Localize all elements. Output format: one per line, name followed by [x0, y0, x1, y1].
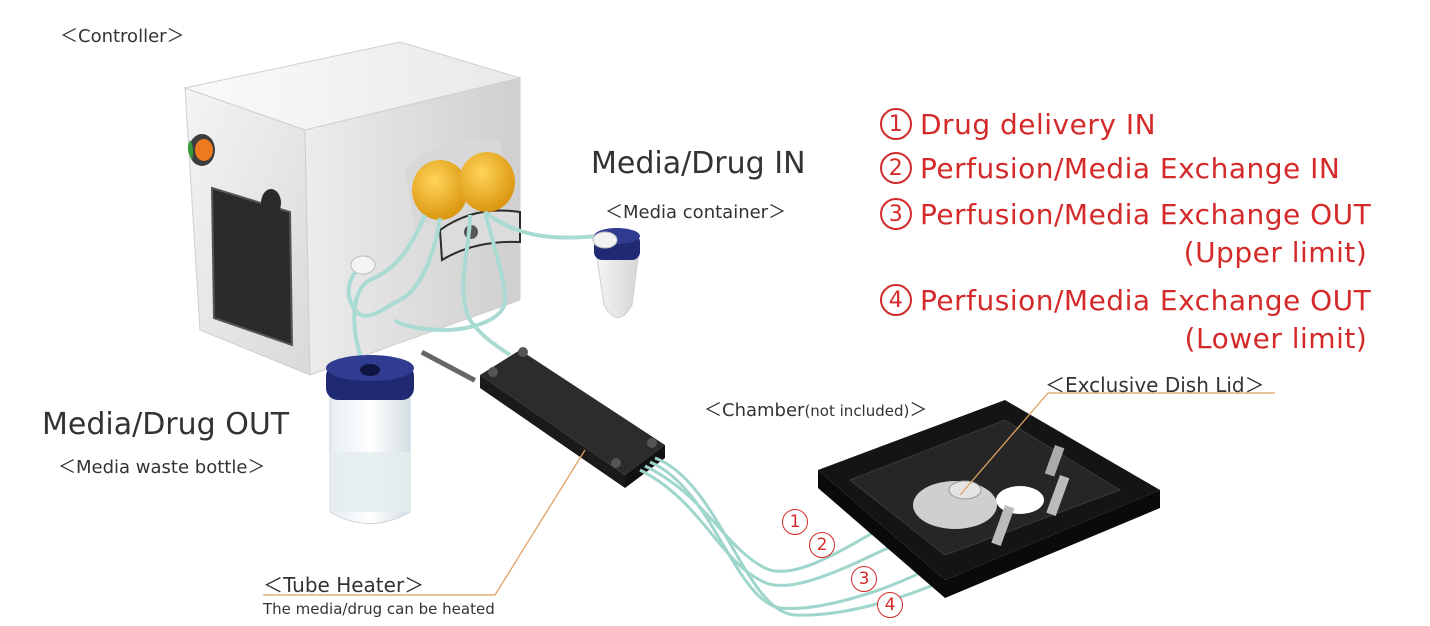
legend-sub-3: (Upper limit) — [1183, 236, 1368, 269]
legend-item-3: 3 Perfusion/Media Exchange OUT — [880, 192, 1371, 236]
port-marker-2: 2 — [809, 532, 835, 558]
chamber-label-main: ＜Chamber — [704, 400, 805, 421]
waste-bottle-label: ＜Media waste bottle＞ — [58, 457, 266, 478]
legend-sub-4: (Lower limit) — [1184, 322, 1368, 355]
chamber-label-close: ＞ — [909, 400, 928, 421]
tube-heater-label: ＜Tube Heater＞ — [263, 573, 425, 597]
controller-screen — [210, 186, 294, 347]
port-marker-1: 1 — [782, 509, 808, 535]
legend-item-4: 4 Perfusion/Media Exchange OUT — [880, 278, 1371, 322]
brand-logo-icon — [187, 140, 194, 160]
tube-heater — [420, 347, 665, 488]
media-container — [592, 228, 640, 318]
media-out-title: Media/Drug OUT — [42, 407, 290, 442]
leader-lines — [263, 392, 1275, 596]
legend-text-2: Perfusion/Media Exchange IN — [920, 151, 1341, 185]
legend-item-1: 1 Drug delivery IN — [880, 104, 1371, 144]
legend-number-4: 4 — [880, 284, 912, 316]
chamber-label: ＜Chamber(not included)＞ — [704, 396, 927, 422]
usb-port-icon — [261, 189, 281, 217]
controller-box — [183, 41, 522, 376]
media-in-title: Media/Drug IN — [591, 146, 806, 181]
port-marker-4: 4 — [877, 592, 903, 618]
chamber-label-note: (not included) — [804, 402, 910, 420]
tubing — [346, 210, 611, 371]
legend-text-1: Drug delivery IN — [920, 107, 1157, 141]
legend-number-3: 3 — [880, 198, 912, 230]
legend-item-2: 2 Perfusion/Media Exchange IN — [880, 146, 1371, 190]
media-container-label: ＜Media container＞ — [605, 202, 787, 223]
dish-lid-label: ＜Exclusive Dish Lid＞ — [1045, 373, 1265, 397]
legend-text-4: Perfusion/Media Exchange OUT — [920, 283, 1372, 317]
port-legend: 1 Drug delivery IN 2 Perfusion/Media Exc… — [880, 104, 1371, 358]
port-marker-3: 3 — [851, 566, 877, 592]
legend-number-2: 2 — [880, 152, 912, 184]
legend-number-1: 1 — [880, 108, 912, 140]
right-pump-icon — [459, 152, 515, 212]
chamber — [818, 400, 1160, 598]
tube-heater-note: The media/drug can be heated — [263, 600, 495, 618]
waste-bottle — [326, 355, 414, 524]
left-pump-icon — [412, 160, 468, 220]
legend-text-3: Perfusion/Media Exchange OUT — [920, 197, 1372, 231]
controller-label: ＜Controller＞ — [60, 26, 185, 47]
